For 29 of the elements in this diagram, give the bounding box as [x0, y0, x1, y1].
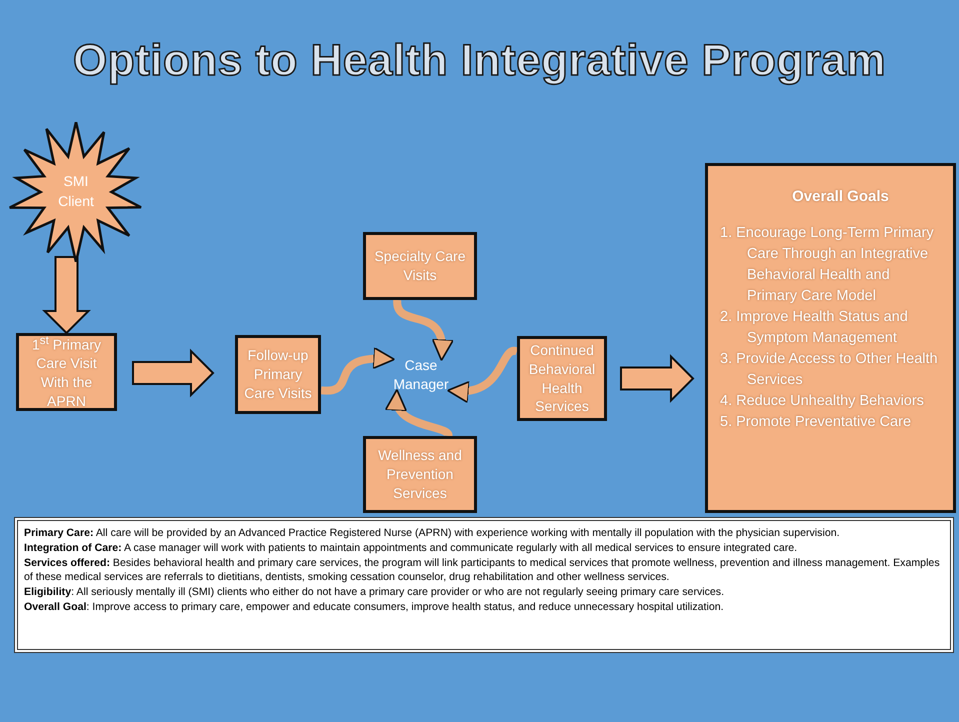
goal-item: 2. Improve Health Status and Symptom Management — [720, 308, 909, 348]
goal-item: 3. Provide Access to Other Health Services — [720, 350, 939, 390]
block-arrow — [620, 354, 694, 403]
curved-arrow — [320, 348, 396, 395]
block-arrow — [42, 256, 91, 334]
note-paragraph: Overall Goal: Improve access to primary care, empower and educate consumers, improve health status, and reduce unnecessary hospital utilization. — [24, 600, 725, 615]
goals-panel — [705, 163, 956, 513]
goal-item: 4. Reduce Unhealthy Behaviors — [720, 392, 925, 412]
node-label: Case Manager — [386, 352, 456, 398]
block-arrow — [132, 348, 214, 398]
goal-item: 1. Encourage Long-Term Primary Care Through an Integrative Behavioral Health and Primary Care Model — [720, 224, 935, 306]
note-paragraph: Eligibility: All seriously mentally ill (SMI) clients who either do not have a primary care provider or who are not regularly seeing primary care services. — [24, 585, 726, 600]
process-box: Follow-up Primary Care Visits — [235, 335, 321, 414]
starburst-shape — [8, 122, 144, 262]
goals-heading: Overall Goals — [791, 188, 890, 205]
node-label: SMI Client — [57, 172, 95, 211]
notes-panel — [14, 517, 954, 653]
process-box: Specialty Care Visits — [363, 232, 477, 300]
curved-arrow — [393, 300, 453, 362]
title: Options to Health Integrative Program — [72, 36, 888, 86]
curved-arrow — [386, 388, 452, 438]
process-box: Wellness and Prevention Services — [363, 436, 477, 513]
process-box: 1$^{st}$ Primary Care Visit With the APRN — [16, 333, 117, 411]
note-paragraph: Services offered: Besides behavioral health and primary care services, the program will link participants to medical services that promote wellness, prevention and illness management. Examples of these medical services are referrals to dietitians, dentists, smoking cessation counselor, drug rehabilitation and other wellness services. — [24, 556, 941, 586]
curved-arrow — [446, 346, 518, 402]
process-box: Continued Behavioral Health Services — [517, 336, 607, 421]
note-paragraph: Primary Care: All care will be provided by an Advanced Practice Registered Nurse (APRN) with experience working with mentally ill population with the physician supervision. — [24, 526, 841, 541]
note-paragraph: Integration of Care: A case manager will work with patients to maintain appointments and communicate regularly with all medical services to ensure integrated care. — [24, 540, 798, 556]
goal-item: 5. Promote Preventative Care — [720, 413, 912, 432]
